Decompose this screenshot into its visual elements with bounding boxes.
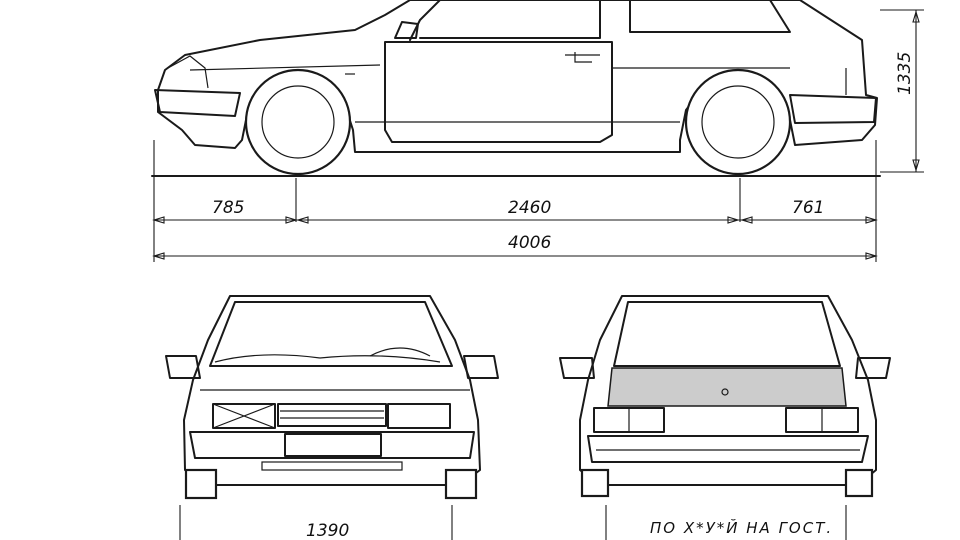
hatch-lock [721,388,729,396]
steering-wheel [369,347,431,357]
side-mirror [394,21,419,39]
door-handle [565,52,600,63]
front-right-tire [444,468,478,500]
rear-window [613,301,841,367]
front-bumper [189,431,475,459]
hatch-panel [607,367,847,407]
side-dimensions: 785 2460 761 4006 1335 [152,9,924,262]
front-view: 1390 [165,295,499,540]
right-headlight [387,403,451,429]
hood-line [189,64,381,71]
rear-view: ПО Х*У*Й НА ГОСТ. [559,295,891,540]
label-rear-note: ПО Х*У*Й НА ГОСТ. [650,518,833,537]
label-overall-length: 4006 [508,233,551,253]
rear-side-window [629,0,791,33]
a-pillar [409,0,441,41]
lower-air-intake [261,461,403,471]
front-right-mirror [463,355,499,379]
label-front-overhang: 785 [212,198,244,218]
rear-bumper [587,435,869,463]
side-view [151,0,881,177]
rear-bumper-side [789,94,877,124]
front-license-plate [284,433,382,457]
front-rim [261,85,335,159]
rear-tire [684,68,792,176]
label-front-track: 1390 [306,521,349,540]
headlight-cross-b [212,403,276,429]
label-wheelbase: 2460 [508,198,551,218]
front-side-window [419,0,601,39]
label-height: 1335 [895,52,915,95]
rear-right-tire [844,468,874,498]
rear-right-mirror [855,357,891,379]
rear-left-tire [580,468,610,498]
rear-left-mirror [559,357,595,379]
windshield [209,301,453,367]
left-headlight [212,403,276,429]
front-tire [244,68,352,176]
door-outline [384,41,613,143]
front-bumper-side [154,89,241,117]
headlight-side [167,55,209,89]
wipers [214,354,441,363]
rear-rim [701,85,775,159]
front-left-tire [184,468,218,500]
label-rear-overhang: 761 [792,198,824,218]
grille [277,403,387,427]
front-left-mirror [165,355,201,379]
